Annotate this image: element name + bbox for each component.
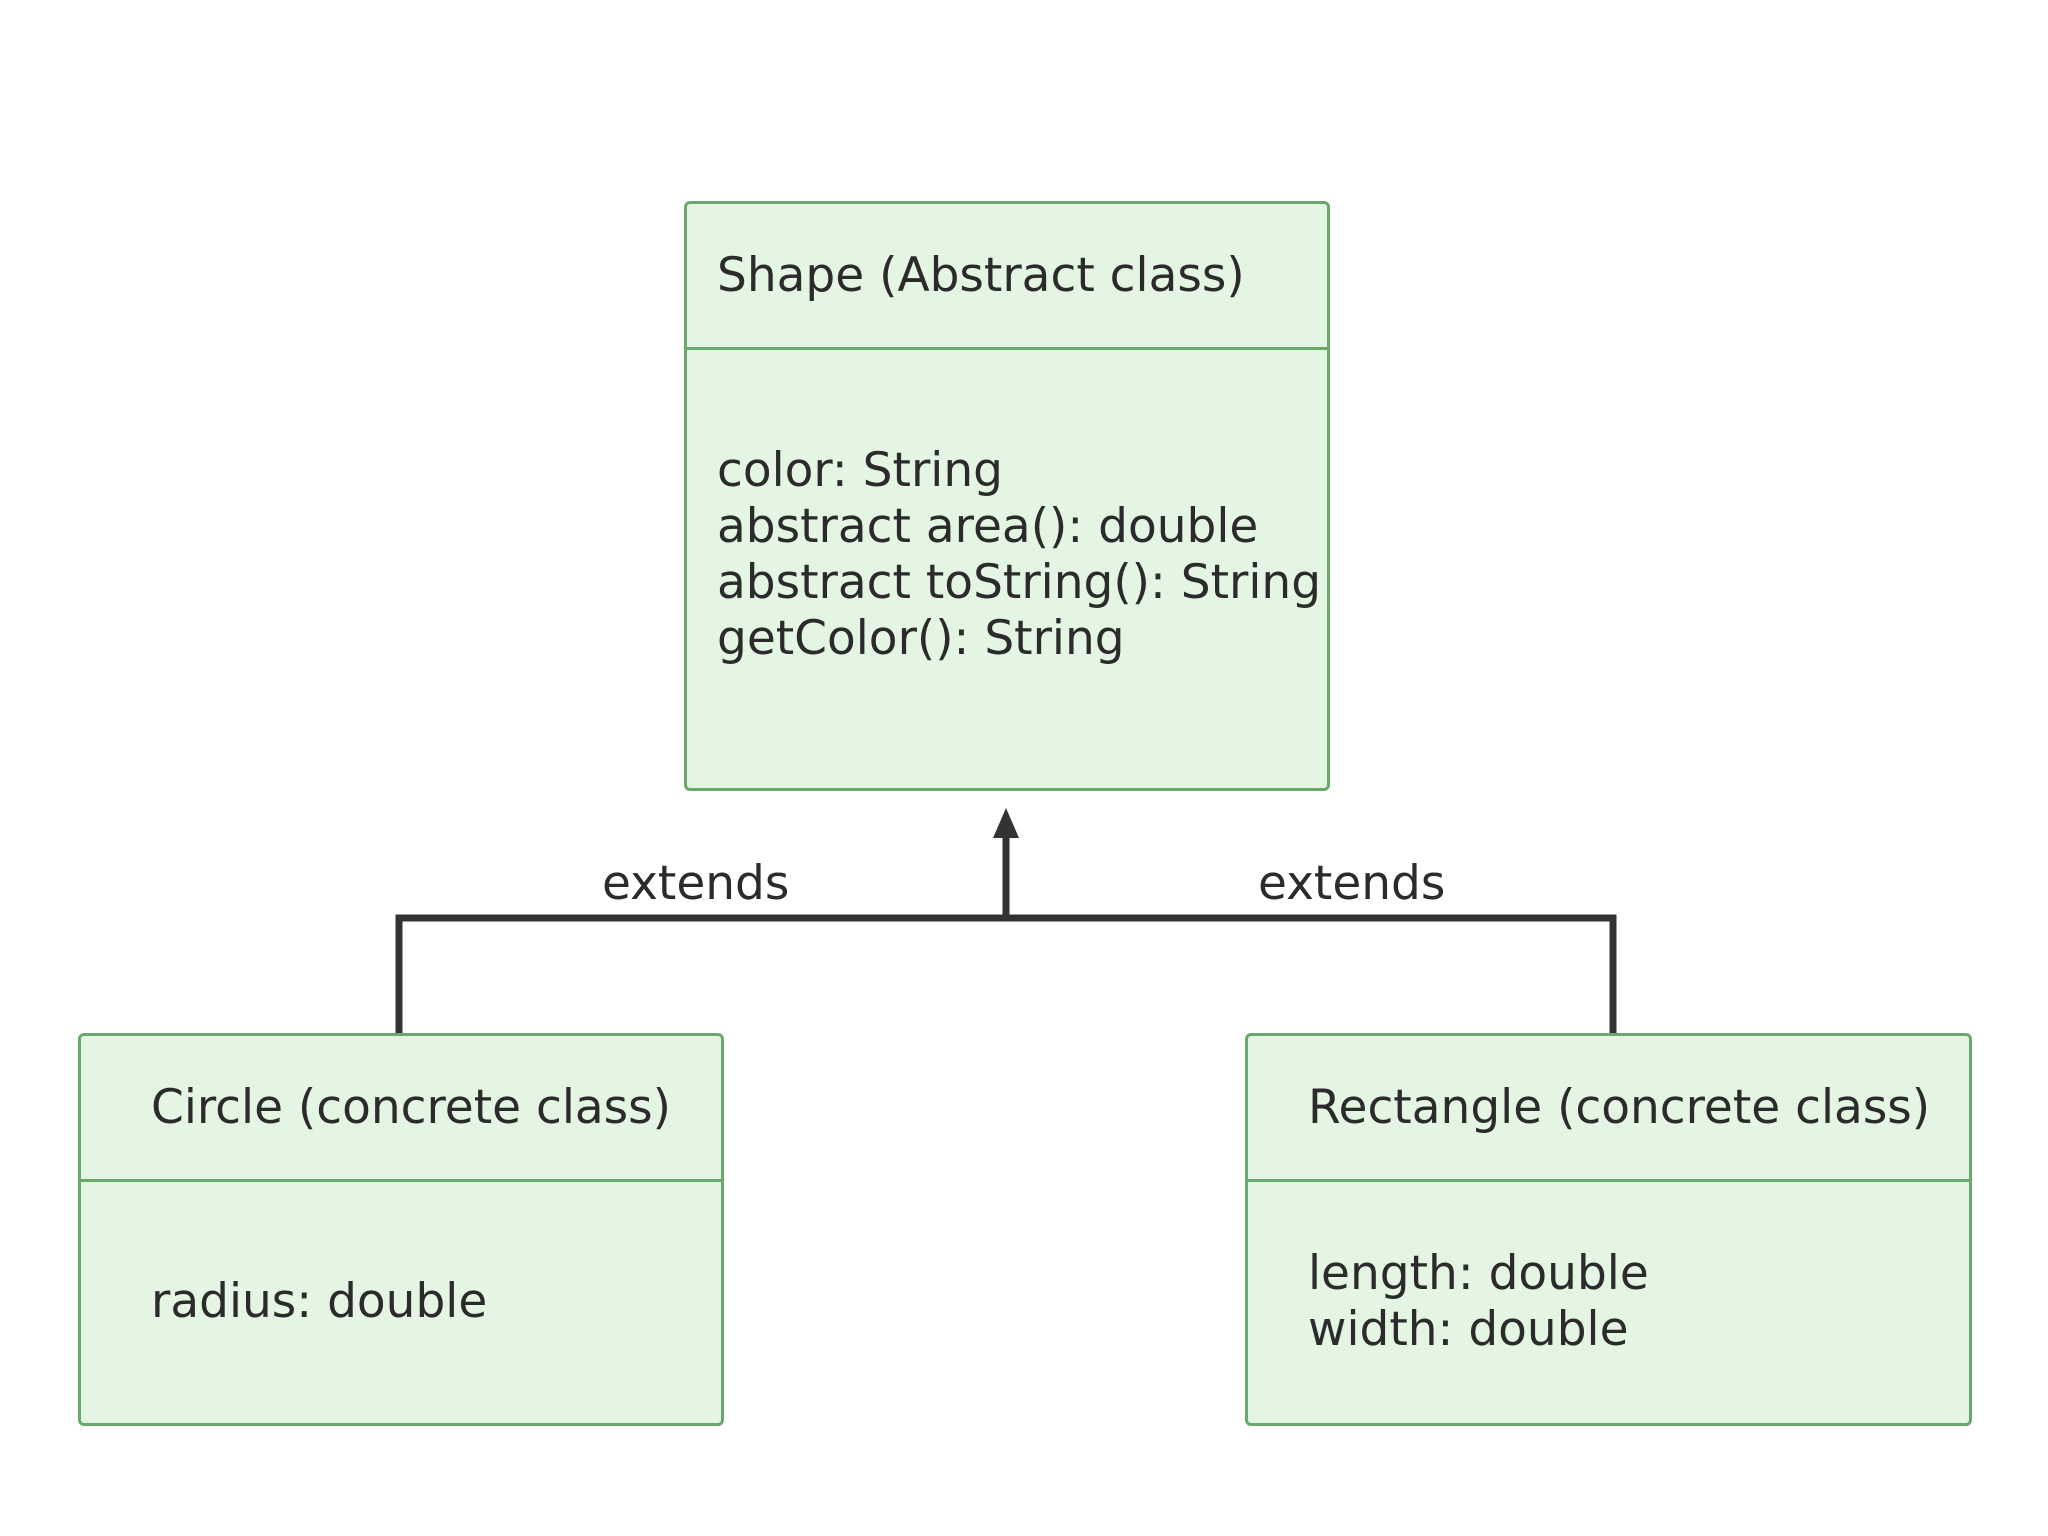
member-length: length: double — [1308, 1246, 1649, 1301]
class-members-shape: color: String abstract area(): double ab… — [687, 350, 1327, 667]
member-width: width: double — [1308, 1302, 1629, 1357]
member-radius: radius: double — [151, 1274, 488, 1329]
member-tostring: abstract toString(): String — [717, 555, 1322, 610]
class-title-rectangle: Rectangle (concrete class) — [1248, 1036, 1969, 1182]
class-box-rectangle[interactable]: Rectangle (concrete class) length: doubl… — [1245, 1033, 1972, 1426]
connector-circle-to-shape — [395, 914, 1006, 1033]
class-box-shape[interactable]: Shape (Abstract class) color: String abs… — [684, 201, 1330, 791]
member-color: color: String — [717, 443, 1003, 498]
relationship-label-circle: extends — [602, 856, 790, 911]
member-area: abstract area(): double — [717, 499, 1259, 554]
class-box-circle[interactable]: Circle (concrete class) radius: double — [78, 1033, 724, 1426]
class-title-shape: Shape (Abstract class) — [687, 204, 1327, 350]
class-members-rectangle: length: double width: double — [1248, 1182, 1969, 1358]
relationship-label-rectangle: extends — [1258, 856, 1446, 911]
connector-rectangle-to-shape — [1006, 914, 1617, 1033]
member-getcolor: getColor(): String — [717, 611, 1125, 666]
class-title-circle: Circle (concrete class) — [81, 1036, 721, 1182]
class-members-circle: radius: double — [81, 1182, 721, 1330]
inheritance-arrowhead — [993, 808, 1019, 838]
